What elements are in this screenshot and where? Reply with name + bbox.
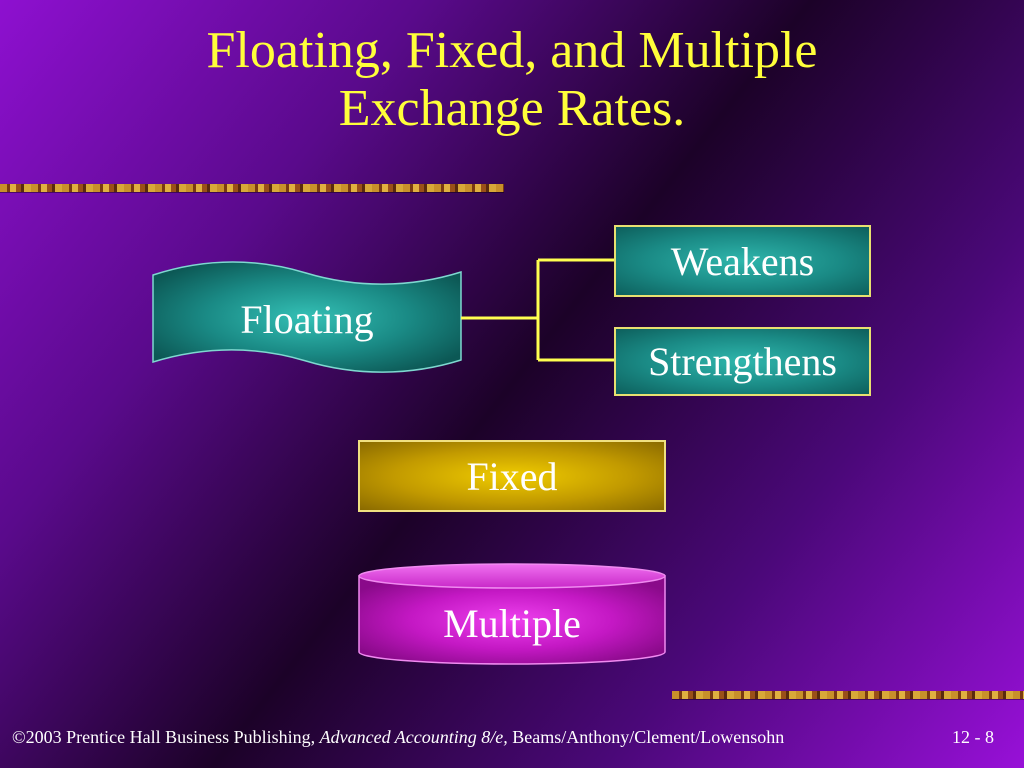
multiple-label: Multiple <box>443 601 581 646</box>
strengthens-label: Strengthens <box>648 339 837 384</box>
fixed-box: Fixed <box>358 440 666 512</box>
floating-banner-shape <box>152 261 462 373</box>
strengthens-box: Strengthens <box>614 327 871 396</box>
slide-footer: ©2003 Prentice Hall Business Publishing,… <box>0 727 1024 749</box>
footer-credit-prefix: ©2003 Prentice Hall Business Publishing, <box>12 727 320 747</box>
slide-title-line2: Exchange Rates. <box>338 80 686 137</box>
weakens-box: Weakens <box>614 225 871 297</box>
footer-book-title: Advanced Accounting 8/e, <box>319 727 508 747</box>
decorative-band-top <box>0 184 504 192</box>
connector-lines <box>461 258 614 362</box>
slide-title: Floating, Fixed, and Multiple Exchange R… <box>0 22 1024 138</box>
footer-authors: Beams/Anthony/Clement/Lowensohn <box>507 727 785 747</box>
decorative-band-bottom <box>672 691 1024 699</box>
floating-label: Floating <box>240 297 374 342</box>
multiple-cylinder-shape <box>358 563 666 665</box>
footer-credit: ©2003 Prentice Hall Business Publishing,… <box>12 727 784 748</box>
slide-title-line1: Floating, Fixed, and Multiple <box>206 22 818 79</box>
fixed-label: Fixed <box>466 453 558 499</box>
weakens-label: Weakens <box>670 238 815 284</box>
page-number: 12 - 8 <box>952 727 994 747</box>
